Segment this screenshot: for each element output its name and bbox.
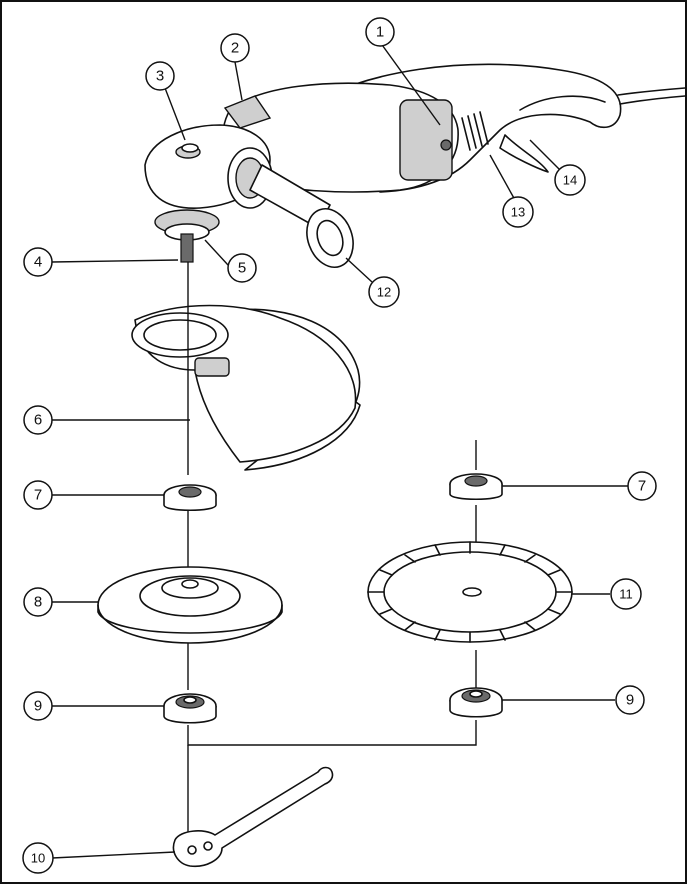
callout-2: 2 — [220, 33, 250, 63]
inner-flange-left — [163, 484, 217, 511]
svg-text:11: 11 — [619, 587, 633, 602]
svg-text:8: 8 — [34, 594, 42, 611]
callout-1: 1 — [365, 17, 395, 47]
callout-12: 12 — [368, 276, 400, 308]
callout-9-right: 9 — [615, 685, 645, 715]
svg-text:10: 10 — [31, 851, 45, 866]
svg-text:7: 7 — [638, 478, 646, 495]
svg-text:9: 9 — [626, 692, 634, 709]
callout-7-left: 7 — [23, 480, 53, 510]
svg-text:13: 13 — [511, 205, 525, 220]
svg-text:9: 9 — [34, 698, 42, 715]
callout-3: 3 — [145, 61, 175, 91]
switch-housing — [399, 99, 453, 181]
callout-9-left: 9 — [23, 691, 53, 721]
vent-slots — [461, 111, 489, 151]
wheel-guard — [131, 304, 361, 471]
pin-spanner — [172, 766, 334, 868]
diamond-blade — [367, 541, 573, 643]
callout-14: 14 — [554, 164, 586, 196]
grinding-wheel — [97, 566, 283, 644]
svg-text:14: 14 — [563, 173, 577, 188]
callout-8: 8 — [23, 587, 53, 617]
top-lever — [223, 95, 272, 129]
svg-text:3: 3 — [156, 68, 164, 85]
spindle — [180, 233, 194, 263]
svg-text:12: 12 — [377, 285, 391, 300]
svg-text:6: 6 — [34, 412, 42, 429]
svg-text:2: 2 — [231, 40, 239, 57]
power-cord — [617, 87, 686, 96]
callout-11: 11 — [610, 578, 642, 610]
svg-text:1: 1 — [376, 24, 384, 41]
leader-lines — [51, 41, 628, 859]
guard-clamp-screw — [194, 357, 230, 377]
assembly-branch-line — [187, 720, 477, 746]
switch-knob — [440, 139, 452, 151]
svg-text:7: 7 — [34, 487, 42, 504]
trigger-switch — [499, 134, 549, 173]
inner-flange-right — [449, 473, 503, 500]
callout-7-right: 7 — [627, 471, 657, 501]
svg-text:5: 5 — [238, 260, 246, 277]
callout-6: 6 — [23, 405, 53, 435]
callout-13: 13 — [502, 196, 534, 228]
svg-text:4: 4 — [34, 254, 42, 271]
callout-4: 4 — [23, 247, 53, 277]
flange-nut-right — [449, 687, 503, 718]
flange-nut-left — [163, 693, 217, 724]
side-handle — [227, 147, 354, 268]
callout-10: 10 — [22, 842, 54, 874]
callout-5: 5 — [227, 253, 257, 283]
angle-grinder — [144, 63, 686, 268]
